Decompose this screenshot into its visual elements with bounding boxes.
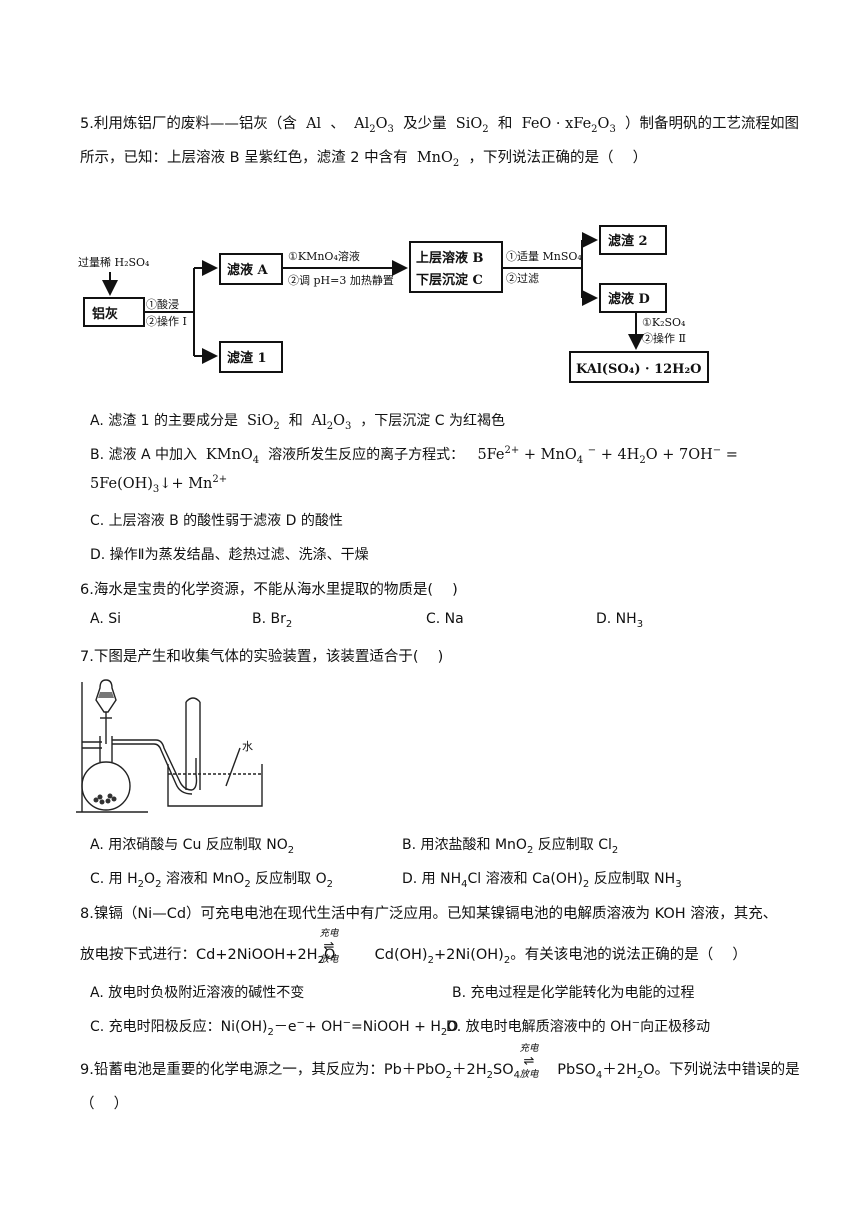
q8-option-a[interactable]: A. 放电时负极附近溶液的碱性不变 <box>90 985 305 1001</box>
q5-option-d[interactable]: D. 操作Ⅱ为蒸发结晶、趁热过滤、洗涤、干燥 <box>90 547 369 563</box>
q5-option-a[interactable]: A. 滤渣 1 的主要成分是 SiO2 和 Al2O3 ，下层沉淀 C 为红褐色 <box>90 413 505 432</box>
flow-filtrate-d: 滤液 D <box>608 291 650 307</box>
q5-option-b-line1[interactable]: B. 滤液 A 中加入 KMnO4 溶液所发生反应的离子方程式： 5Fe2+ +… <box>90 445 738 466</box>
q5-option-b-line2: 5Fe(OH)3↓+ Mn2+ <box>90 474 228 495</box>
q9-stem-line1: 9.铅蓄电池是重要的化学电源之一，其反应为：Pb＋PbO2＋2H2SO4 PbS… <box>80 1062 800 1081</box>
q9-arrow-icon: ⇌ <box>523 1054 535 1069</box>
flow-step3a: ①适量 MnSO₄ <box>506 250 582 263</box>
q7-option-c[interactable]: C. 用 H2O2 溶液和 MnO2 反应制取 O2 <box>90 871 333 890</box>
flow-product: KAl(SO₄) · 12H₂O <box>576 362 701 377</box>
q8-stem-line2: 放电按下式进行：Cd+2NiOOH+2H2O Cd(OH)2+2Ni(OH)2。… <box>80 947 747 966</box>
q6-option-a[interactable]: A. Si <box>90 611 122 627</box>
gas-apparatus-diagram: 水 <box>76 679 263 813</box>
flow-step2a: ①KMnO₄溶液 <box>288 249 360 263</box>
q6-stem: 6.海水是宝贵的化学资源，不能从海水里提取的物质是( ) <box>80 582 458 598</box>
q8-stem-line1: 8.镍镉（Ni—Cd）可充电电池在现代生活中有广泛应用。已知某镍镉电池的电解质溶… <box>80 906 778 922</box>
q6-option-d[interactable]: D. NH3 <box>596 611 644 630</box>
q9-charge-label: 充电 <box>519 1043 539 1054</box>
q7-option-a[interactable]: A. 用浓硝酸与 Cu 反应制取 NO2 <box>90 837 295 856</box>
flow-filtrate-a: 滤液 A <box>227 262 269 278</box>
q9-stem-line2: （ ） <box>80 1096 129 1112</box>
flow-upper-solution-b: 上层溶液 B <box>416 250 484 266</box>
flow-reagent: 过量稀 H₂SO₄ <box>78 256 150 269</box>
flow-step4b: ②操作 Ⅱ <box>642 331 686 345</box>
flow-step3b: ②过滤 <box>506 272 539 285</box>
flow-step1b: ②操作 I <box>146 314 187 328</box>
flow-step2b: ②调 pH=3 加热静置 <box>288 273 394 287</box>
q7-option-d[interactable]: D. 用 NH4Cl 溶液和 Ca(OH)2 反应制取 NH3 <box>402 871 682 890</box>
q8-discharge-label: 放电 <box>319 954 339 965</box>
q5-option-c[interactable]: C. 上层溶液 B 的酸性弱于滤液 D 的酸性 <box>90 513 343 529</box>
q5-stem-line2: 所示，已知：上层溶液 B 呈紫红色，滤渣 2 中含有 MnO2 ，下列说法正确的… <box>80 150 648 169</box>
q5-stem-line1: 5.利用炼铝厂的废料——铝灰（含 Al 、 Al2O3 及少量 SiO2 和 F… <box>80 116 800 135</box>
q6-option-b[interactable]: B. Br2 <box>252 611 293 630</box>
q8-option-d[interactable]: D. 放电时电解质溶液中的 OH−向正极移动 <box>446 1017 711 1035</box>
flow-start-box: 铝灰 <box>92 306 118 322</box>
process-flow-diagram: 过量稀 H₂SO₄ 铝灰 ①酸浸 ②操作 I 滤液 A 滤渣 1 ①KMnO₄溶… <box>78 225 709 383</box>
q7-stem: 7.下图是产生和收集气体的实验装置，该装置适合于( ) <box>80 649 444 665</box>
flow-step4a: ①K₂SO₄ <box>642 316 686 329</box>
q7-option-b[interactable]: B. 用浓盐酸和 MnO2 反应制取 Cl2 <box>402 837 619 856</box>
flow-residue-2: 滤渣 2 <box>608 233 648 249</box>
q8-option-b[interactable]: B. 充电过程是化学能转化为电能的过程 <box>452 985 695 1001</box>
q9-discharge-label: 放电 <box>519 1069 539 1080</box>
q9-reversible-arrow: 充电 ⇌ 放电 <box>516 1043 542 1080</box>
flow-lower-precipitate-c: 下层沉淀 C <box>416 272 483 288</box>
q8-option-c[interactable]: C. 充电时阳极反应：Ni(OH)2－e−+ OH−=NiOOH + H2O <box>90 1017 459 1038</box>
q8-charge-label: 充电 <box>319 928 339 939</box>
flow-residue-1: 滤渣 1 <box>227 350 267 366</box>
q6-option-c[interactable]: C. Na <box>426 611 464 627</box>
q8-reversible-arrow: 充电 ⇌ 放电 <box>316 928 342 965</box>
flow-step1a: ①酸浸 <box>146 297 179 311</box>
water-label: 水 <box>242 740 253 753</box>
q8-arrow-icon: ⇌ <box>323 939 335 954</box>
